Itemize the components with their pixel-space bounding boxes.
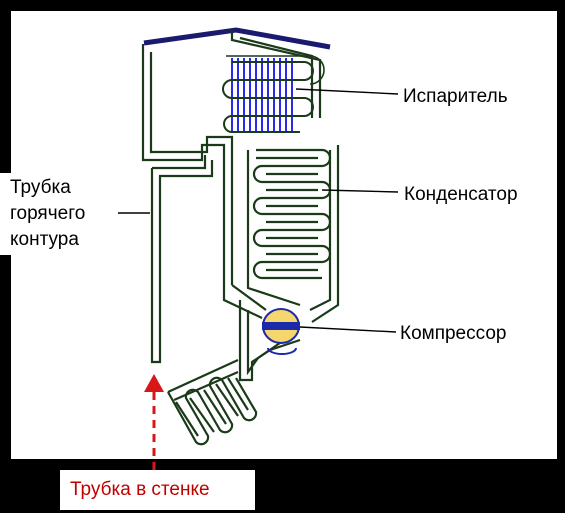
- wall-tube-coil: [167, 358, 258, 446]
- evaporator-coil: [222, 55, 325, 133]
- evaporator-label: Испаритель: [403, 86, 508, 107]
- hot-loop-tube: [141, 30, 322, 364]
- condenser-label: Конденсатор: [404, 184, 518, 205]
- hot-loop-tube-label: Трубка горячего контура: [0, 173, 110, 255]
- condenser-coil: [246, 145, 340, 323]
- evaporator-leader: [295, 88, 399, 95]
- compressor: [262, 308, 300, 355]
- return-pipes: [222, 284, 301, 382]
- condenser-leader: [321, 189, 399, 193]
- fridge-top-edge: [143, 27, 331, 50]
- hot-loop-label-line-1: Трубка: [10, 177, 71, 198]
- compressor-leader: [299, 326, 397, 333]
- wall-tube-arrow: [144, 374, 164, 470]
- wall-tube-label: Трубка в стенке: [70, 479, 210, 500]
- hot-loop-label-line-2: горячего: [10, 203, 86, 224]
- hot-loop-label-line-3: контура: [10, 229, 79, 250]
- compressor-label: Компрессор: [400, 323, 507, 344]
- wall-tube-caption-box: Трубка в стенке: [60, 470, 255, 510]
- leader-lines: [118, 88, 399, 333]
